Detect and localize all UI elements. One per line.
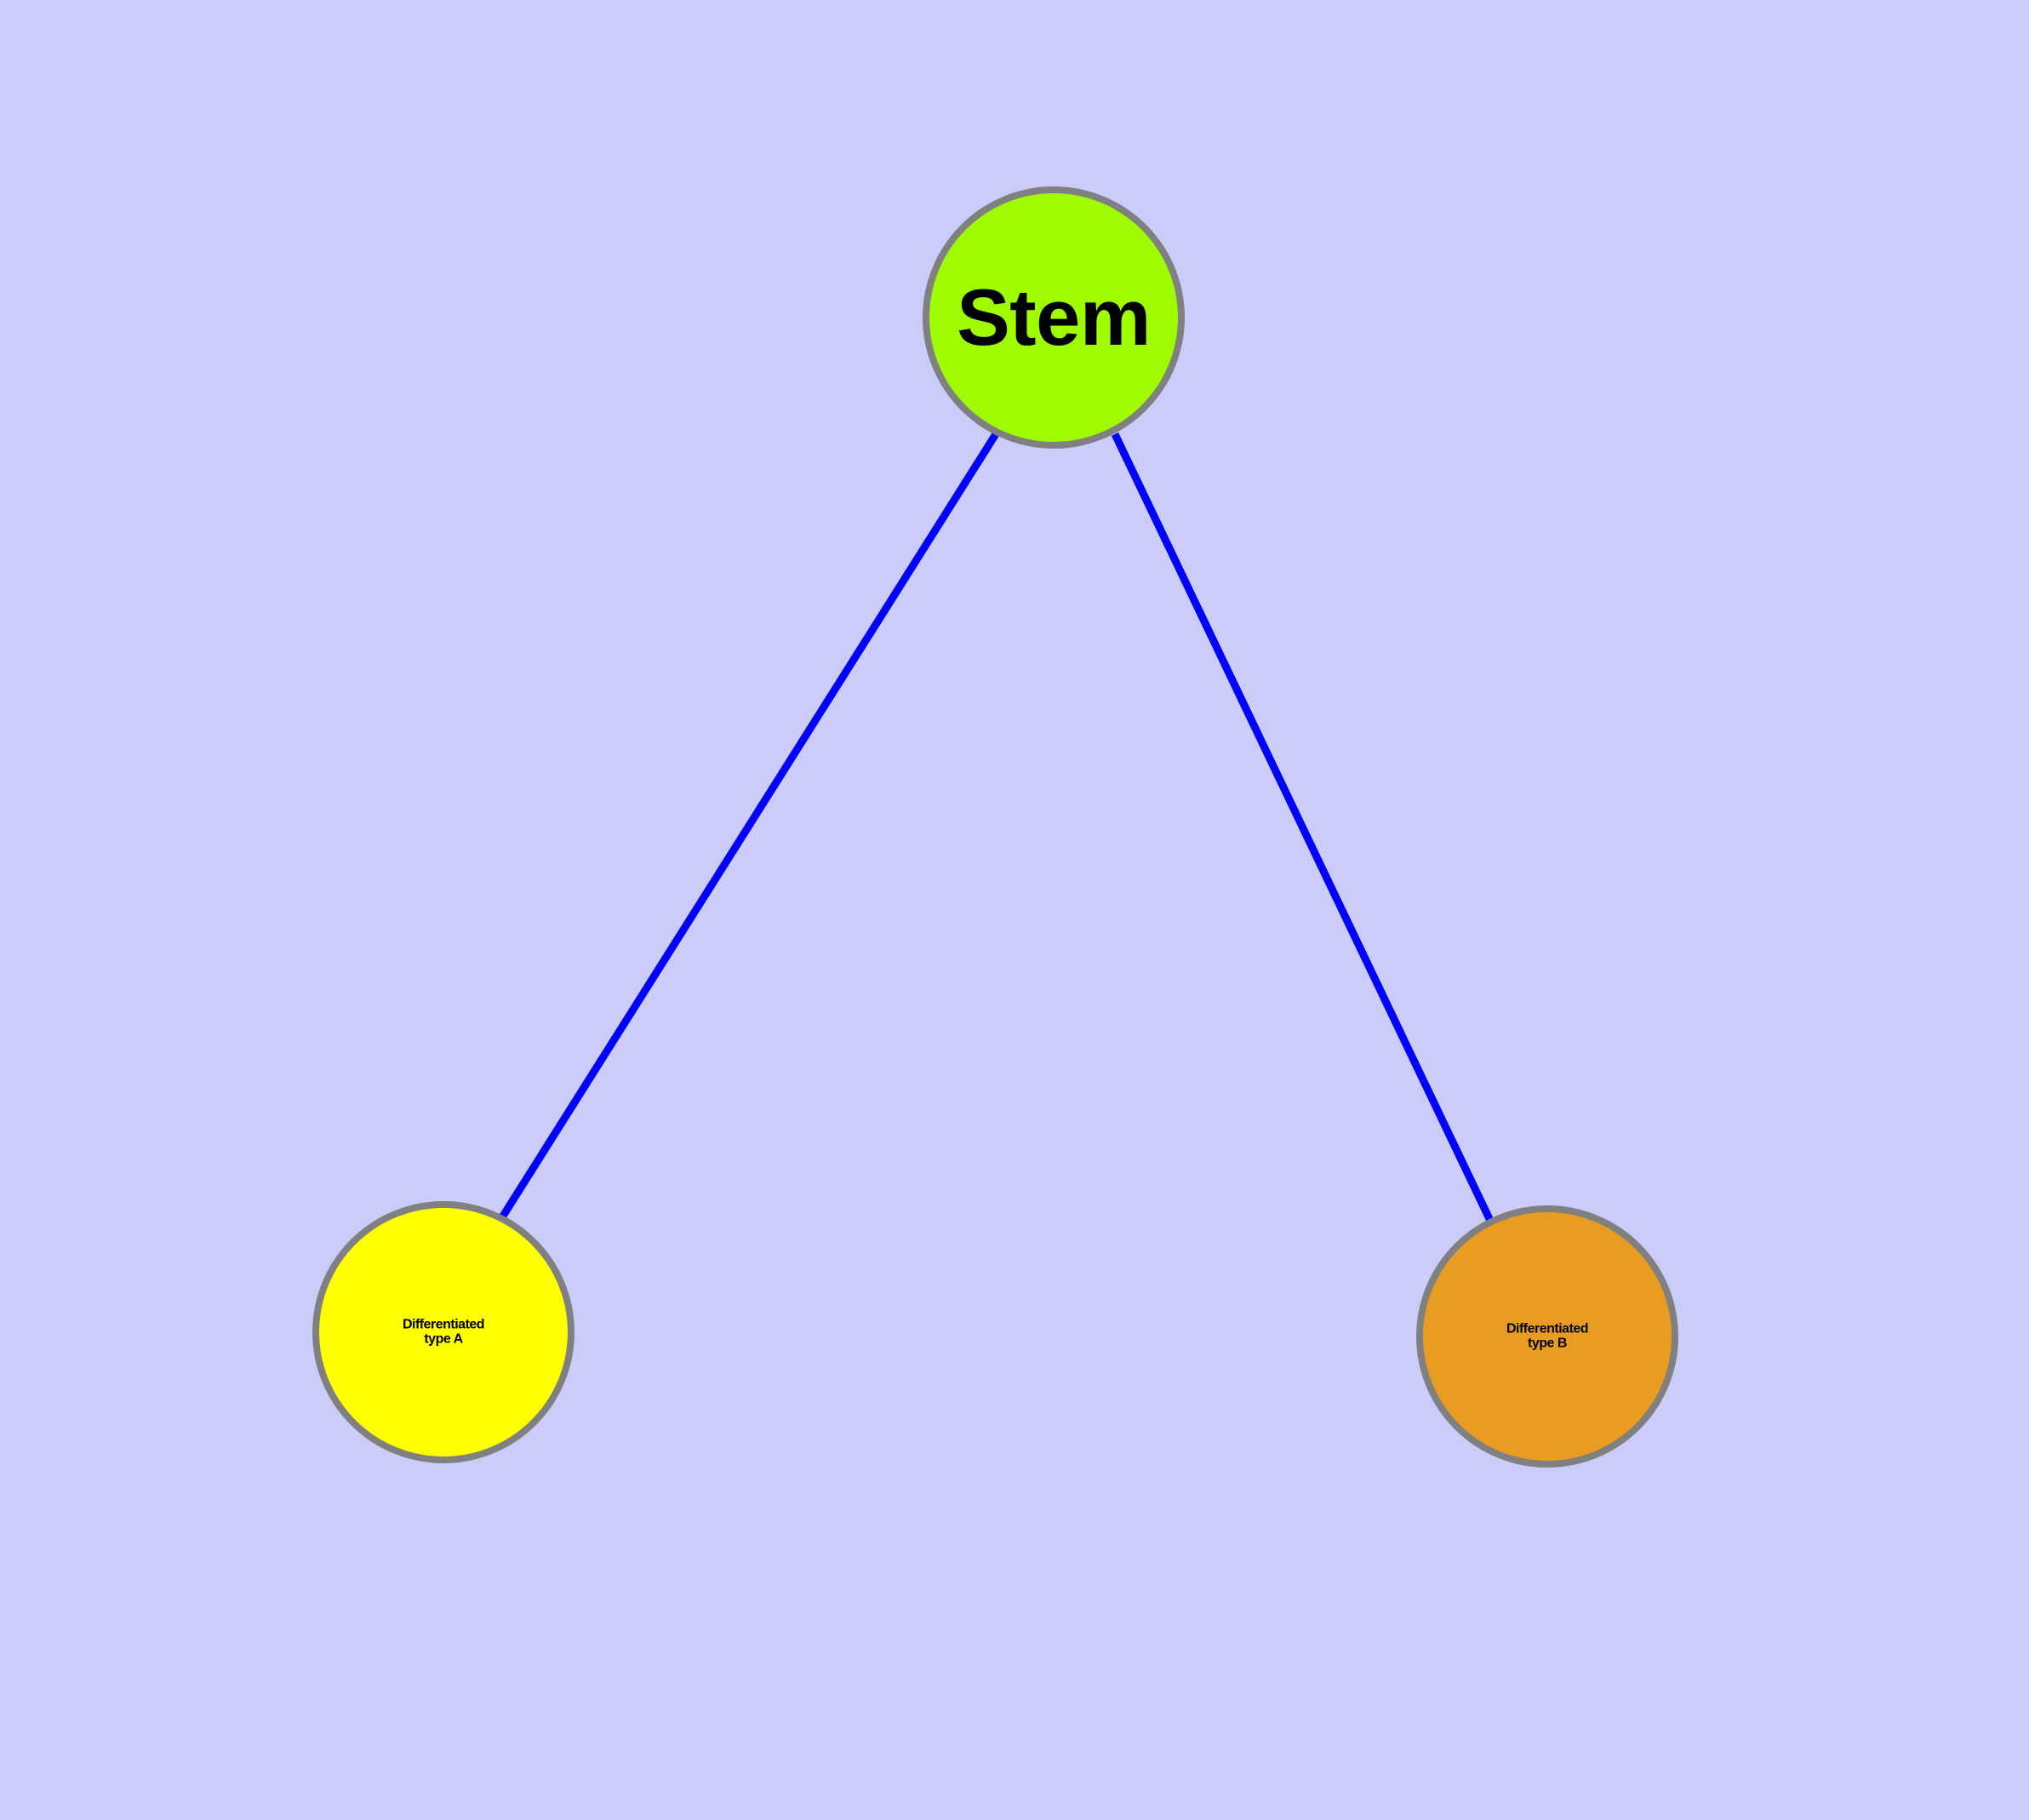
edges-layer: [499, 432, 1495, 1224]
graph-edge[interactable]: [499, 432, 999, 1220]
graph-node-stem[interactable]: [923, 186, 1185, 449]
graph-node-diff_b[interactable]: [1416, 1205, 1678, 1468]
nodes-layer: [312, 186, 1678, 1468]
graph-node-diff_a[interactable]: [312, 1201, 574, 1463]
graph-edge[interactable]: [1111, 432, 1495, 1224]
